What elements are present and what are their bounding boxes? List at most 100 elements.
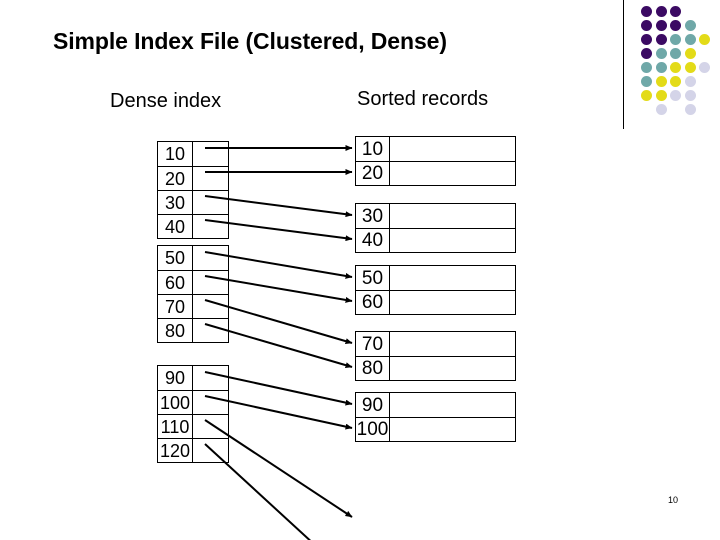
index-key-cell: 60	[164, 272, 186, 293]
index-entry-row[interactable]: 90	[158, 366, 228, 390]
decorative-dot	[684, 20, 696, 31]
decorative-dot	[655, 20, 667, 31]
decorative-dot	[699, 34, 710, 45]
index-block: 50 60 70 80	[157, 245, 229, 343]
record-data-cell	[389, 162, 515, 185]
index-key-cell: 70	[164, 296, 186, 317]
record-data-cell	[389, 137, 515, 161]
decorative-dot	[670, 76, 681, 87]
decorative-dot	[684, 48, 696, 59]
page-title: Simple Index File (Clustered, Dense)	[53, 28, 447, 54]
record-key-cell: 80	[361, 358, 384, 379]
decorative-dot	[655, 34, 667, 45]
record-key-cell: 60	[361, 292, 384, 313]
record-key-cell: 50	[361, 267, 384, 289]
record-data-cell	[389, 332, 515, 356]
record-row[interactable]: 10	[356, 137, 515, 161]
index-key-cell: 80	[164, 320, 186, 341]
index-entry-row[interactable]: 20	[158, 166, 228, 190]
record-data-cell	[389, 357, 515, 380]
index-entry-row[interactable]: 100	[158, 390, 228, 414]
record-row[interactable]: 30	[356, 204, 515, 228]
decorative-dot	[684, 90, 696, 101]
decorative-dot	[641, 34, 652, 45]
index-pointer-cell[interactable]	[192, 366, 228, 390]
decorative-dot	[641, 62, 652, 73]
index-key-cell: 40	[164, 216, 186, 237]
record-data-cell	[389, 229, 515, 252]
record-key-cell: 90	[361, 394, 384, 416]
index-entry-row[interactable]: 60	[158, 270, 228, 294]
index-key-cell: 50	[164, 248, 186, 268]
index-pointer-cell[interactable]	[192, 439, 228, 462]
index-key-cell: 120	[159, 440, 191, 461]
decorative-dot	[641, 76, 652, 87]
decorative-dot	[655, 90, 667, 101]
decorative-vertical-rule	[623, 0, 624, 129]
decorative-dot	[655, 48, 667, 59]
decorative-dot	[655, 62, 667, 73]
record-key-cell: 100	[356, 419, 389, 440]
index-pointer-cell[interactable]	[192, 415, 228, 438]
index-key-cell: 10	[164, 144, 186, 164]
decorative-dot	[670, 20, 681, 31]
record-key-cell: 20	[361, 163, 384, 184]
index-pointer-cell[interactable]	[192, 391, 228, 414]
index-entry-row[interactable]: 110	[158, 414, 228, 438]
index-block: 10 20 30 40	[157, 141, 229, 239]
record-row[interactable]: 60	[356, 290, 515, 314]
decorative-dot	[670, 34, 681, 45]
index-entry-row[interactable]: 30	[158, 190, 228, 214]
index-pointer-cell[interactable]	[192, 271, 228, 294]
record-row[interactable]: 80	[356, 356, 515, 380]
index-pointer-cell[interactable]	[192, 246, 228, 270]
record-row[interactable]: 40	[356, 228, 515, 252]
record-key-cell: 30	[361, 205, 384, 227]
decorative-dot	[670, 62, 681, 73]
record-key-cell: 70	[361, 333, 384, 355]
decorative-dot	[655, 6, 667, 17]
decorative-dot	[699, 62, 710, 73]
index-pointer-cell[interactable]	[192, 319, 228, 342]
page-number: 10	[668, 495, 679, 505]
index-entry-row[interactable]: 120	[158, 438, 228, 462]
decorative-dot	[641, 90, 652, 101]
index-key-cell: 30	[164, 192, 186, 213]
index-entry-row[interactable]: 10	[158, 142, 228, 166]
record-data-cell	[389, 204, 515, 228]
index-pointer-cell[interactable]	[192, 191, 228, 214]
record-row[interactable]: 100	[356, 417, 515, 441]
decorative-dot	[641, 20, 652, 31]
record-data-cell	[389, 393, 515, 417]
index-key-cell: 110	[160, 416, 190, 437]
dense-index-heading: Dense index	[110, 90, 222, 112]
record-key-cell: 10	[361, 138, 384, 160]
index-pointer-cell[interactable]	[192, 295, 228, 318]
index-entry-row[interactable]: 80	[158, 318, 228, 342]
record-row[interactable]: 50	[356, 266, 515, 290]
index-pointer-cell[interactable]	[192, 167, 228, 190]
decorative-dot	[641, 6, 652, 17]
index-entry-row[interactable]: 40	[158, 214, 228, 238]
index-key-cell: 20	[164, 168, 186, 189]
decorative-dot	[641, 48, 652, 59]
index-entry-row[interactable]: 50	[158, 246, 228, 270]
record-row[interactable]: 70	[356, 332, 515, 356]
index-entry-row[interactable]: 70	[158, 294, 228, 318]
record-data-cell	[389, 266, 515, 290]
record-row[interactable]: 20	[356, 161, 515, 185]
record-row[interactable]: 90	[356, 393, 515, 417]
index-pointer-cell[interactable]	[192, 215, 228, 238]
decorative-dot	[684, 76, 696, 87]
record-key-cell: 40	[361, 230, 384, 251]
decorative-dot	[670, 90, 681, 101]
record-data-cell	[389, 418, 515, 441]
index-pointer-cell[interactable]	[192, 142, 228, 166]
decorative-dot	[670, 6, 681, 17]
